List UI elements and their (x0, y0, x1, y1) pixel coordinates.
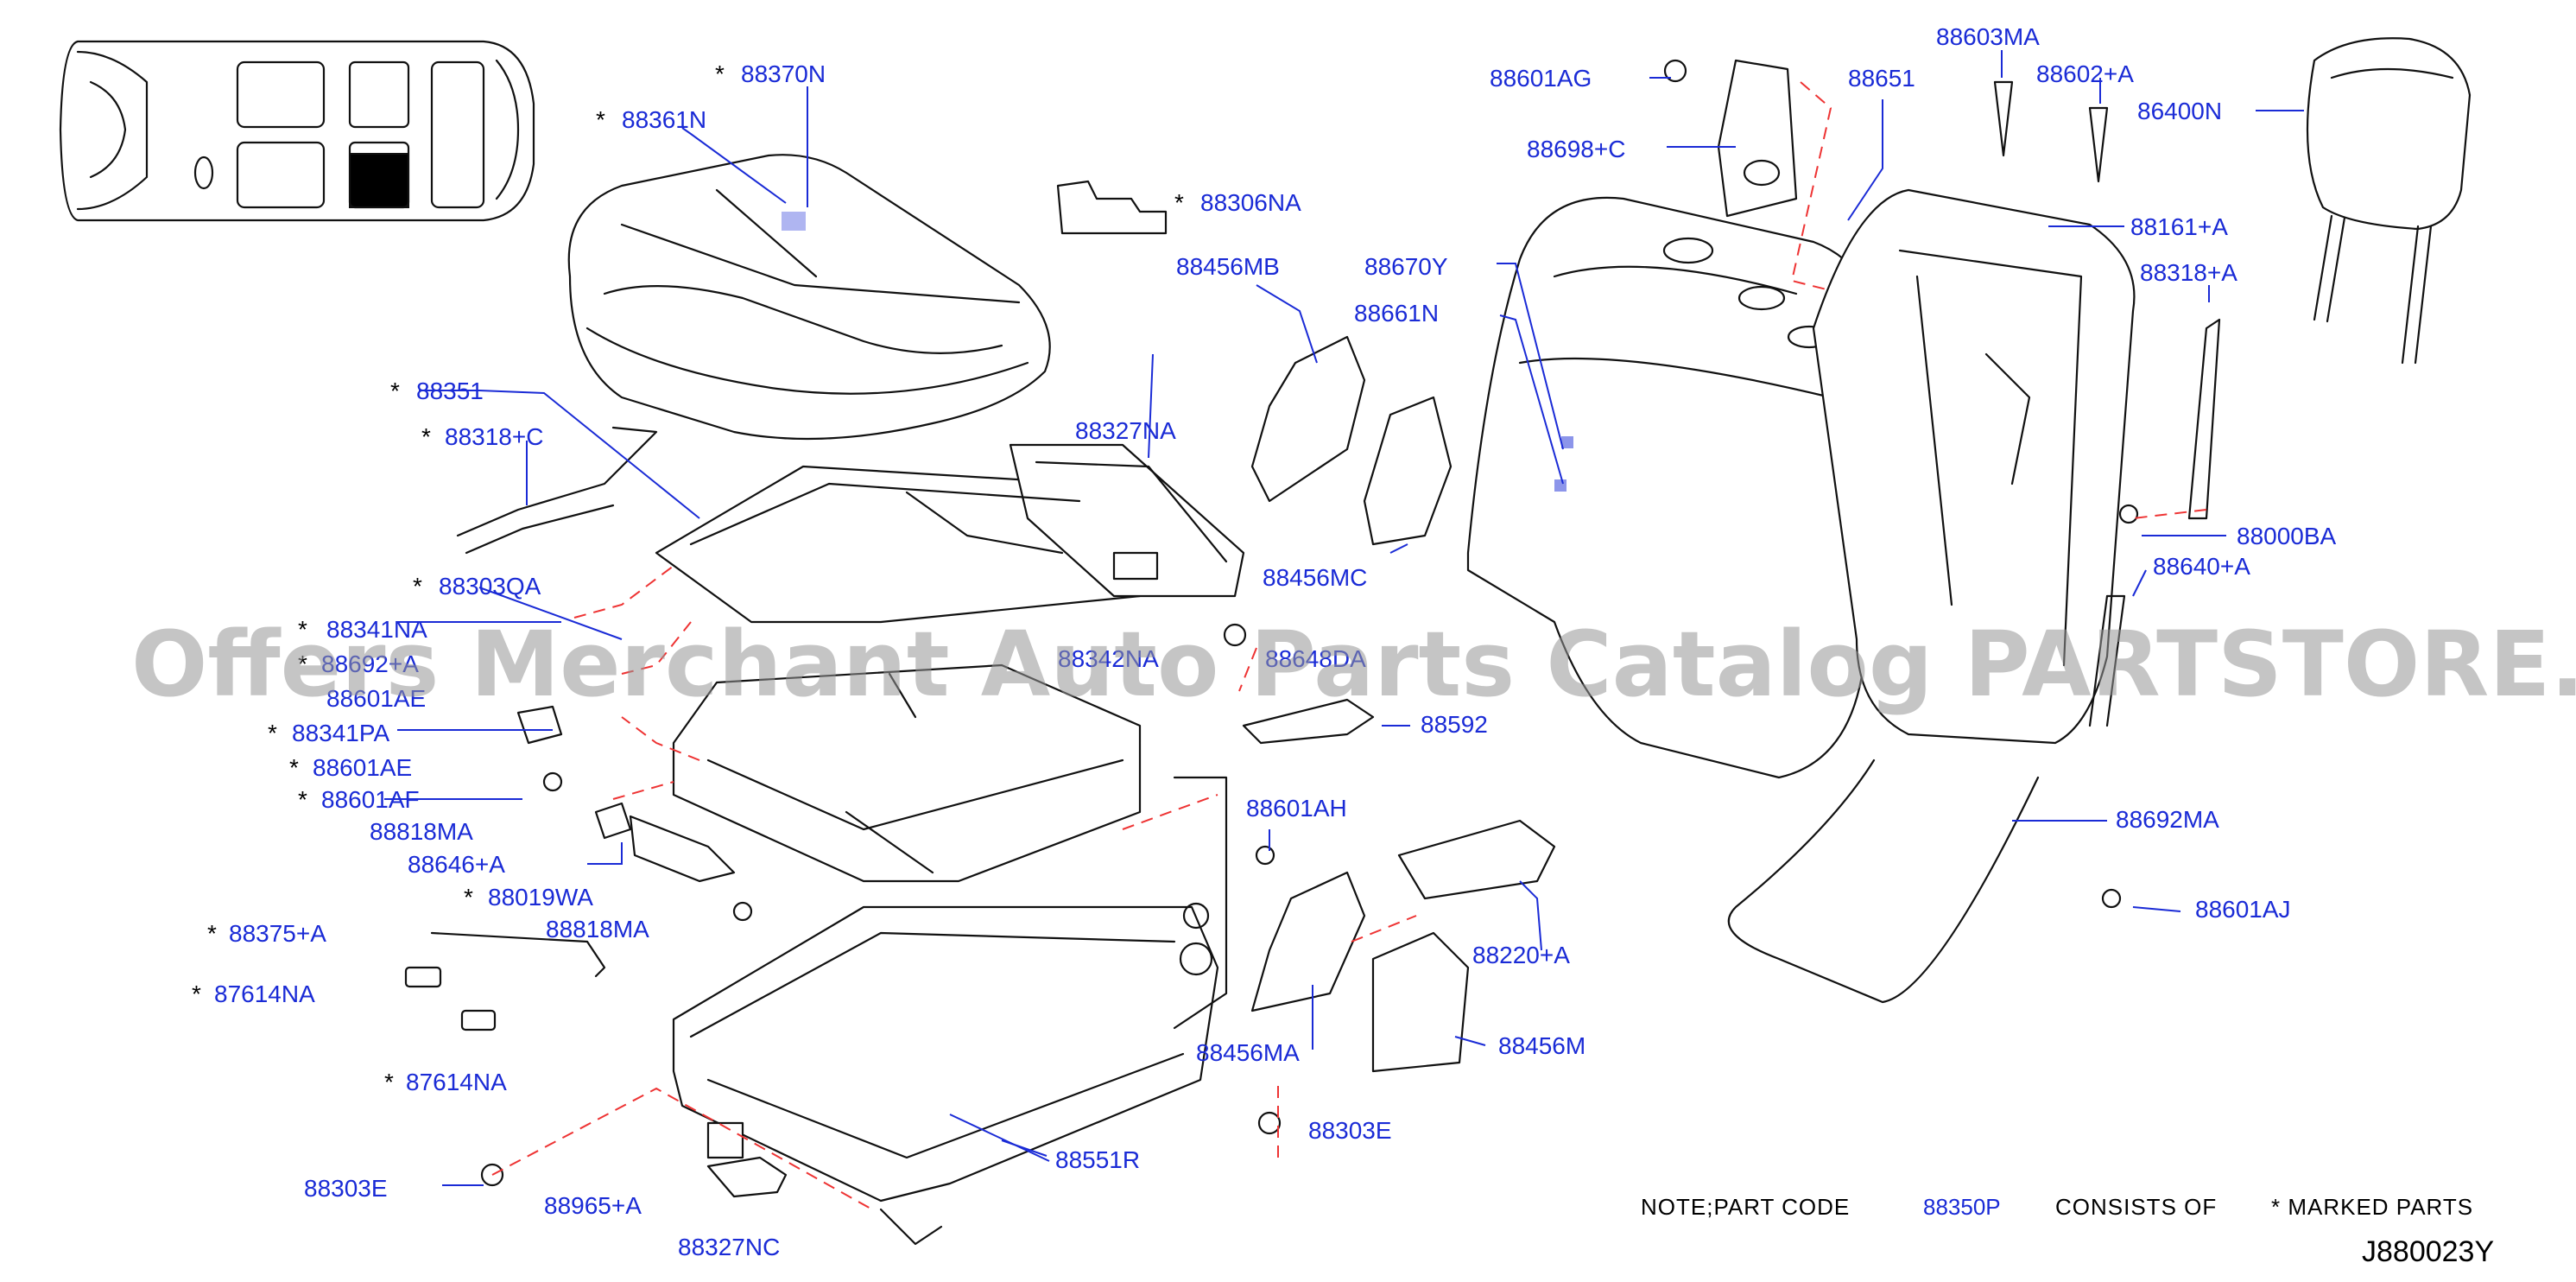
label-88303E-a[interactable]: 88303E (304, 1175, 388, 1202)
label-88306NA[interactable]: 88306NA (1200, 189, 1301, 216)
star-88341PA: * (268, 720, 277, 746)
label-88220A[interactable]: 88220+A (1472, 942, 1570, 968)
label-88601AJ[interactable]: 88601AJ (2195, 896, 2291, 923)
label-88456MB[interactable]: 88456MB (1176, 253, 1280, 280)
label-88456M[interactable]: 88456M (1498, 1032, 1585, 1059)
seat-cushion-frame (655, 443, 1245, 624)
star-88019WA: * (464, 884, 473, 911)
label-88341NA[interactable]: 88341NA (326, 616, 427, 643)
label-87614NA-b[interactable]: 87614NA (406, 1069, 507, 1095)
label-88303E-b[interactable]: 88303E (1308, 1117, 1392, 1144)
star-88318C: * (421, 423, 431, 450)
assembly-dashed-lines (491, 81, 2207, 1210)
label-88648DA[interactable]: 88648DA (1265, 645, 1366, 672)
label-88651[interactable]: 88651 (1848, 65, 1915, 92)
note-block: NOTE;PART CODE 88350P CONSISTS OF * MARK… (1641, 1194, 2494, 1268)
star-88601AE-b: * (289, 754, 299, 781)
seat-cushion-pad (567, 154, 1051, 441)
label-88375A[interactable]: 88375+A (229, 920, 326, 947)
label-88342NA[interactable]: 88342NA (1058, 645, 1159, 672)
watermark-text: Offers Merchant Auto Parts Catalog PARTS… (131, 612, 2576, 717)
label-88019WA[interactable]: 88019WA (488, 884, 593, 911)
label-88818MA-b[interactable]: 88818MA (546, 916, 649, 942)
note-prefix: NOTE;PART CODE (1641, 1194, 1850, 1220)
vehicle-locator-icon (59, 40, 535, 222)
star-88375A: * (207, 920, 217, 947)
label-88370N[interactable]: 88370N (741, 60, 826, 87)
headrest (2306, 37, 2472, 365)
label-88640A[interactable]: 88640+A (2153, 553, 2250, 580)
star-87614NA-b: * (384, 1069, 394, 1095)
label-88602A[interactable]: 88602+A (2036, 60, 2134, 87)
label-88603MA[interactable]: 88603MA (1936, 23, 2040, 50)
label-88456MC[interactable]: 88456MC (1263, 564, 1367, 591)
label-88161A[interactable]: 88161+A (2130, 213, 2228, 240)
label-88965A[interactable]: 88965+A (544, 1192, 642, 1219)
seat-cushion-lower (672, 663, 1142, 883)
label-88303QA[interactable]: 88303QA (439, 573, 541, 600)
label-88670Y[interactable]: 88670Y (1364, 253, 1448, 280)
label-88692A[interactable]: 88692+A (321, 651, 419, 677)
star-88601AF: * (298, 786, 307, 813)
label-88551R[interactable]: 88551R (1055, 1146, 1140, 1173)
label-87614NA-a[interactable]: 87614NA (214, 981, 315, 1007)
seat-slide-frame (672, 776, 1228, 1246)
label-88601AG[interactable]: 88601AG (1490, 65, 1592, 92)
label-88361N[interactable]: 88361N (622, 106, 706, 133)
leader-lines (384, 50, 2304, 1186)
seat-back-pad (1466, 196, 1884, 779)
label-88592[interactable]: 88592 (1421, 711, 1488, 738)
label-88351[interactable]: 88351 (416, 378, 484, 404)
small-parts (404, 59, 2221, 1198)
label-88818MA-a[interactable]: 88818MA (370, 818, 473, 845)
star-88361N: * (596, 106, 605, 133)
label-88341PA[interactable]: 88341PA (292, 720, 389, 746)
label-88327NC[interactable]: 88327NC (678, 1234, 780, 1260)
seat-back-frame (1812, 188, 2136, 745)
label-88318C[interactable]: 88318+C (445, 423, 543, 450)
star-87614NA-a: * (192, 981, 201, 1007)
label-88318A[interactable]: 88318+A (2140, 259, 2237, 286)
label-88601AE-b[interactable]: 88601AE (313, 754, 412, 781)
note-code: 88350P (1923, 1194, 2001, 1220)
note-consists: CONSISTS OF (2055, 1194, 2217, 1220)
label-88698C[interactable]: 88698+C (1527, 136, 1625, 162)
star-88351: * (390, 378, 400, 404)
label-88601AH[interactable]: 88601AH (1246, 795, 1347, 822)
diagram-code: J880023Y (2362, 1235, 2494, 1268)
star-88692A: * (298, 651, 307, 677)
label-88661N[interactable]: 88661N (1354, 300, 1439, 327)
label-88692MA[interactable]: 88692MA (2116, 806, 2219, 833)
label-88000BA[interactable]: 88000BA (2237, 523, 2337, 549)
star-88306NA: * (1174, 189, 1184, 216)
label-88456MA[interactable]: 88456MA (1196, 1039, 1300, 1066)
note-marked: * MARKED PARTS (2271, 1194, 2473, 1220)
star-88303QA: * (413, 573, 422, 600)
star-88341NA: * (298, 616, 307, 643)
part-labels: 88370N * 88361N * 88306NA * 88351 * 8831… (192, 23, 2337, 1260)
label-88601AE-a[interactable]: 88601AE (326, 685, 426, 712)
label-88601AF[interactable]: 88601AF (321, 786, 420, 813)
label-88646A[interactable]: 88646+A (408, 851, 505, 878)
label-88327NA[interactable]: 88327NA (1075, 417, 1176, 444)
label-86400N[interactable]: 86400N (2137, 98, 2222, 124)
star-88370N: * (715, 60, 725, 87)
